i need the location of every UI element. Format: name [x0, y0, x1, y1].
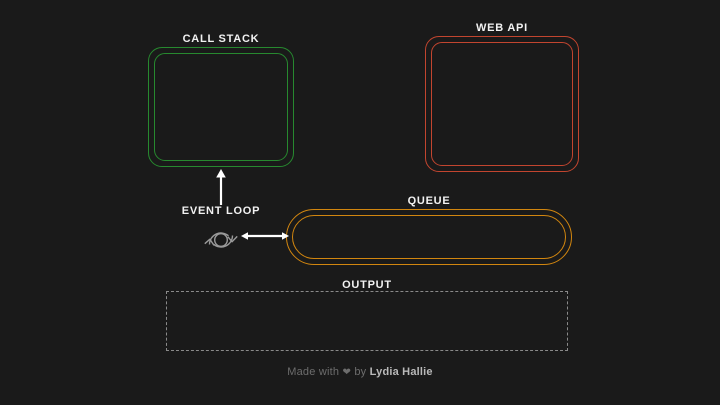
arrow-left-right-icon: [241, 228, 289, 244]
call-stack-label: CALL STACK: [182, 33, 260, 45]
event-loop-label: EVENT LOOP: [181, 205, 261, 217]
queue-inner: [292, 215, 566, 259]
web-api-label: WEB API: [476, 22, 528, 34]
footer-credit: Made with ❤ by Lydia Hallie: [0, 366, 720, 378]
sync-arrows-icon: [198, 218, 244, 262]
output-label: OUTPUT: [342, 279, 392, 291]
heart-icon: ❤: [342, 367, 352, 378]
call-stack-box: [148, 47, 294, 167]
web-api-inner: [431, 42, 573, 166]
call-stack-inner: [154, 53, 288, 161]
queue-label: QUEUE: [407, 195, 451, 207]
footer-middle: by: [354, 366, 367, 378]
output-box: [166, 291, 568, 351]
footer-author[interactable]: Lydia Hallie: [369, 366, 433, 378]
arrow-up-icon: [205, 168, 237, 206]
footer-prefix: Made with: [287, 366, 340, 378]
web-api-box: [425, 36, 579, 172]
queue-box: [286, 209, 572, 265]
